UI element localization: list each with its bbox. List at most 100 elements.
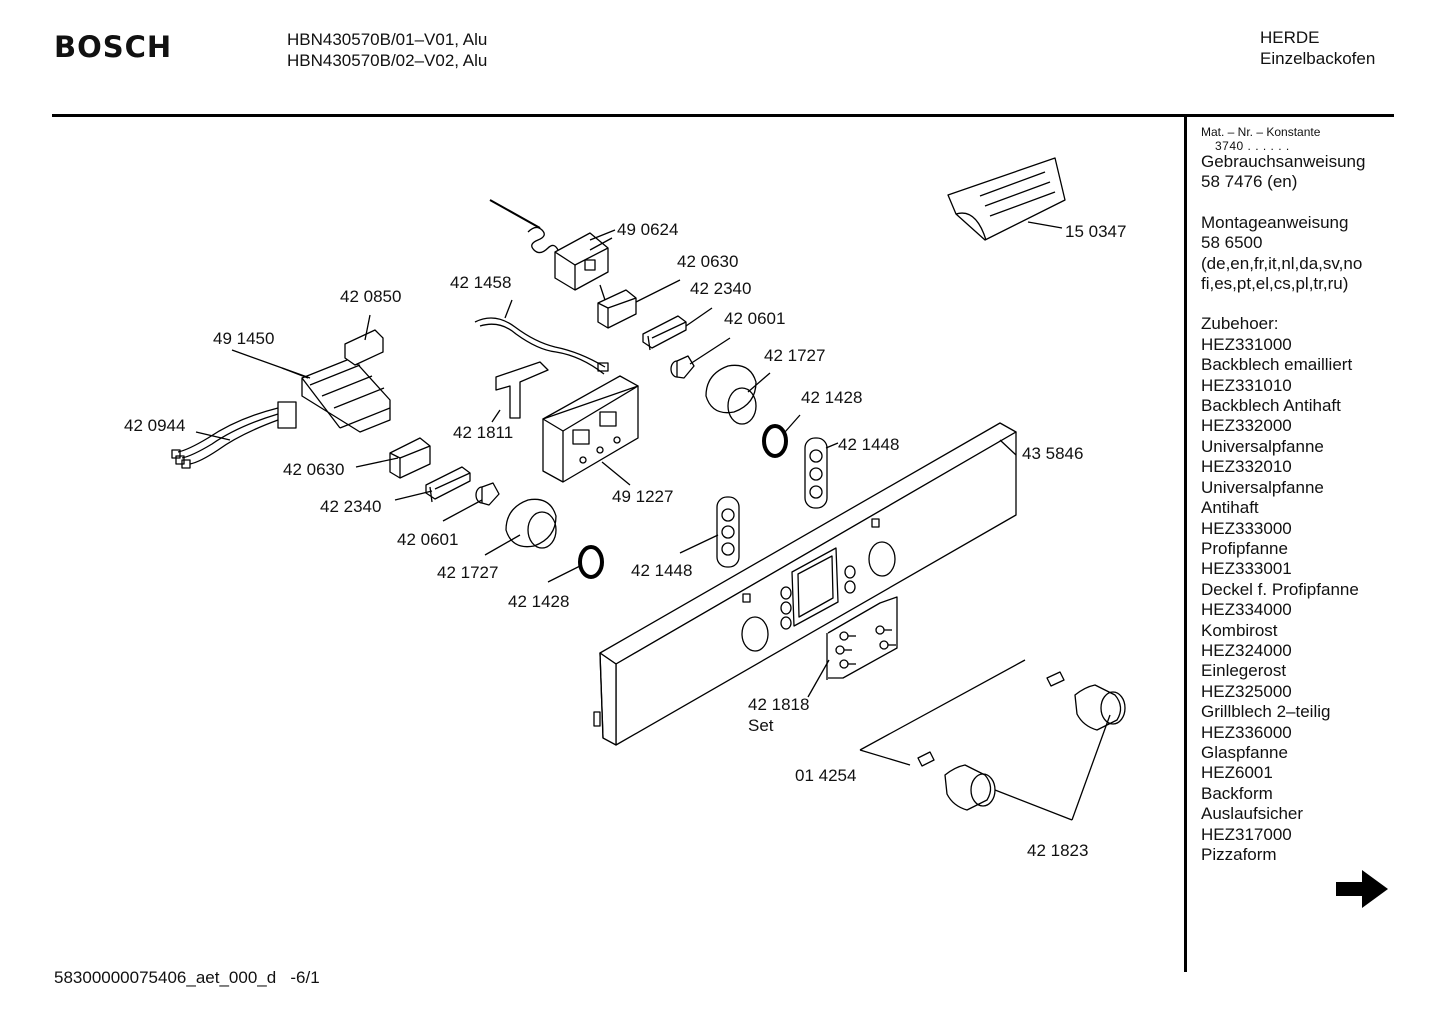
part-label-420601-bottom: 42 0601	[397, 530, 459, 549]
sidebar-line: 58 7476 (en)	[1201, 172, 1298, 192]
part-label-491450: 49 1450	[213, 329, 275, 348]
terminal-block-drawing	[171, 314, 391, 469]
part-label-421818-set: Set	[748, 716, 774, 735]
sidebar-line: Grillblech 2–teilig	[1201, 702, 1331, 722]
shaft-top-drawing	[670, 337, 731, 379]
clip-top-drawing	[642, 307, 713, 351]
sidebar-line: Auslaufsicher	[1201, 804, 1304, 824]
sidebar-line: (de,en,fr,it,nl,da,sv,no	[1201, 253, 1363, 273]
sidebar-line: Einlegerost	[1201, 661, 1287, 681]
ring-bottom-drawing	[547, 545, 604, 583]
sidebar-line: Pizzaform	[1201, 845, 1277, 864]
model-line-1: HBN430570B/01–V01, Alu	[287, 30, 488, 49]
sidebar-spacer	[1201, 193, 1436, 213]
part-label-420630-top: 42 0630	[677, 252, 739, 271]
sidebar-line: Profipfanne	[1201, 538, 1288, 558]
header-divider	[52, 114, 1394, 117]
bracket-top-drawing	[597, 279, 681, 329]
selector-switch-drawing	[491, 361, 549, 423]
part-label-421811: 42 1811	[453, 423, 514, 442]
footer-doc-id: 58300000075406_aet_000_d -6/1	[54, 968, 320, 988]
wire-harness-drawing	[474, 299, 609, 375]
bracket-bottom-drawing	[355, 437, 431, 479]
button-strip-left-drawing	[679, 496, 740, 568]
thermostat-drawing	[489, 199, 613, 301]
part-label-490624: 49 0624	[617, 220, 679, 239]
button-strip-right-drawing	[804, 437, 839, 509]
sidebar-line: Backform	[1201, 783, 1273, 803]
part-label-421727-bottom: 42 1727	[437, 563, 499, 582]
part-label-420944: 42 0944	[124, 416, 186, 435]
part-label-420850: 42 0850	[340, 287, 402, 306]
electronic-module-drawing	[542, 375, 639, 486]
material-number-value: 3740 . . . . . .	[1215, 139, 1290, 153]
sidebar-line: Glaspfanne	[1201, 742, 1288, 762]
sidebar-line: HEZ331010	[1201, 375, 1292, 395]
brand-logo: BOSCH	[54, 30, 173, 64]
sidebar-line: Antihaft	[1201, 498, 1259, 518]
sidebar-line: HEZ317000	[1201, 824, 1292, 844]
sidebar-line: Universalpfanne	[1201, 436, 1324, 456]
part-label-014254: 01 4254	[795, 766, 857, 785]
exploded-parts-diagram	[171, 157, 1126, 821]
sidebar-line: HEZ324000	[1201, 640, 1292, 660]
sidebar-line: HEZ332000	[1201, 416, 1292, 436]
part-label-420630-bottom: 42 0630	[283, 460, 345, 479]
sidebar-line: HEZ331000	[1201, 334, 1292, 354]
sidebar-divider	[1184, 114, 1187, 972]
knob-upper-drawing	[1046, 671, 1126, 731]
part-label-421448-left: 42 1448	[631, 561, 693, 580]
model-line-2: HBN430570B/02–V02, Alu	[287, 51, 488, 70]
part-label-421818: 42 1818	[748, 695, 810, 714]
sidebar-line: Kombirost	[1201, 620, 1278, 640]
sidebar-line: Backblech Antihaft	[1201, 396, 1341, 416]
sidebar-line: fi,es,pt,el,cs,pl,tr,ru)	[1201, 274, 1349, 294]
screw-set-drawing	[807, 596, 898, 698]
model-numbers: HBN430570B/01–V01, Alu HBN430570B/02–V02…	[287, 29, 487, 71]
document-id: 58300000075406_aet_000_d	[54, 968, 277, 987]
bushing-bottom-drawing	[484, 498, 557, 556]
sidebar-line: Gebrauchsanweisung	[1201, 152, 1366, 171]
control-panel-drawing	[593, 422, 1017, 746]
clip-bottom-drawing	[394, 466, 471, 503]
parts-info-sidebar: Mat. – Nr. – Konstante 3740 . . . . . . …	[1201, 125, 1436, 865]
sidebar-line: Montageanweisung	[1201, 212, 1349, 232]
part-label-421458: 42 1458	[450, 273, 512, 292]
part-label-422340-bottom: 42 2340	[320, 497, 382, 516]
part-label-421428-top: 42 1428	[801, 388, 863, 407]
sidebar-line: HEZ332010	[1201, 457, 1292, 477]
sidebar-line: HEZ336000	[1201, 722, 1292, 742]
sidebar-line: Zubehoer:	[1201, 314, 1279, 334]
knob-lower-drawing	[917, 751, 996, 811]
part-label-150347: 15 0347	[1065, 222, 1127, 241]
page-number: -6/1	[290, 968, 320, 987]
sidebar-line: HEZ333001	[1201, 559, 1292, 579]
sidebar-spacer	[1201, 294, 1436, 314]
part-label-421428-bottom: 42 1428	[508, 592, 570, 611]
part-label-421448-right: 42 1448	[838, 435, 900, 454]
bushing-top-drawing	[705, 364, 771, 425]
sidebar-line: Deckel f. Profipfanne	[1201, 579, 1359, 599]
part-label-422340-top: 42 2340	[690, 279, 752, 298]
product-category: HERDE Einzelbackofen	[1260, 27, 1375, 69]
ring-top-drawing	[762, 414, 801, 458]
part-label-421823: 42 1823	[1027, 841, 1089, 860]
sidebar-line: Universalpfanne	[1201, 477, 1324, 497]
sidebar-line: HEZ333000	[1201, 518, 1292, 538]
material-number-label: Mat. – Nr. – Konstante	[1201, 125, 1321, 139]
screw-bag-drawing	[947, 157, 1066, 241]
sidebar-line: 58 6500	[1201, 233, 1263, 253]
part-label-435846: 43 5846	[1022, 444, 1084, 463]
sidebar-line: HEZ334000	[1201, 600, 1292, 620]
shaft-bottom-drawing	[442, 482, 500, 522]
part-label-421727-top: 42 1727	[764, 346, 826, 365]
sidebar-line: HEZ325000	[1201, 681, 1292, 701]
category-line-1: HERDE	[1260, 28, 1320, 47]
category-line-2: Einzelbackofen	[1260, 49, 1376, 68]
sidebar-line: Backblech emailliert	[1201, 355, 1353, 375]
sidebar-line: HEZ6001	[1201, 763, 1273, 783]
right-arrow-icon[interactable]	[1334, 868, 1390, 910]
part-label-491227: 49 1227	[612, 487, 674, 506]
part-label-420601-top: 42 0601	[724, 309, 786, 328]
